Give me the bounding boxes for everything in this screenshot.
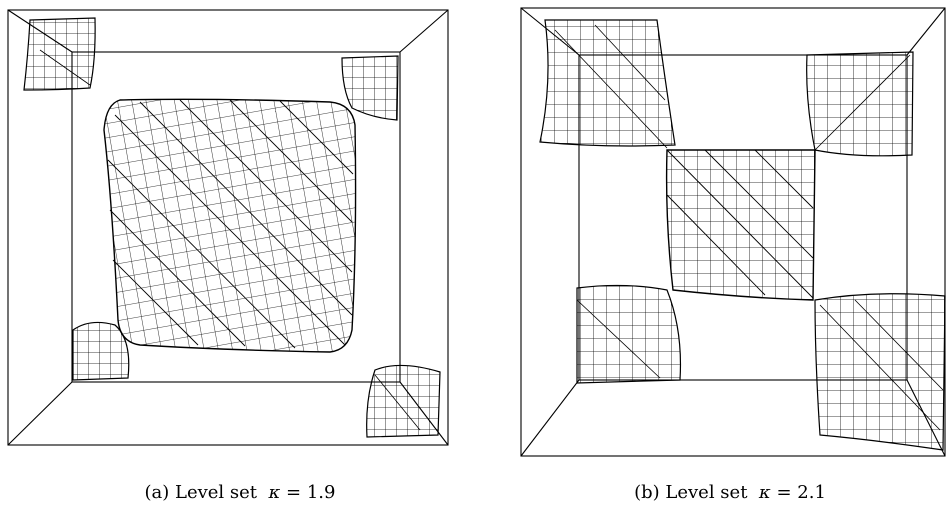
corner-patch-bottom-right bbox=[366, 364, 441, 438]
caption-a-kappa: κ bbox=[268, 482, 281, 503]
panel-b-plot bbox=[520, 7, 946, 457]
caption-b: (b) Level set κ = 2.1 bbox=[590, 478, 870, 508]
caption-a-label: (a) bbox=[144, 482, 170, 503]
caption-b-value: 2.1 bbox=[797, 482, 826, 503]
surface-top-left bbox=[539, 19, 676, 149]
caption-b-kappa: κ bbox=[758, 482, 771, 503]
panel-a-plot bbox=[7, 9, 449, 446]
surface-bottom-left bbox=[576, 284, 682, 384]
caption-b-equals: = bbox=[776, 482, 792, 503]
caption-a-text: Level set bbox=[175, 482, 258, 503]
caption-a: (a) Level set κ = 1.9 bbox=[100, 478, 380, 508]
surface-bottom-right bbox=[814, 293, 946, 451]
box-frame bbox=[7, 9, 449, 446]
central-level-surface bbox=[103, 98, 357, 353]
corner-patch-top-left bbox=[23, 17, 96, 91]
corner-patch-bottom-left bbox=[72, 321, 130, 381]
caption-a-value: 1.9 bbox=[306, 482, 336, 503]
caption-b-label: (b) bbox=[634, 482, 660, 503]
caption-b-text: Level set bbox=[665, 482, 748, 503]
central-level-surface-b bbox=[665, 149, 816, 301]
surface-top-right bbox=[806, 51, 914, 157]
panel-b bbox=[515, 0, 947, 460]
corner-patch-top-right bbox=[341, 55, 399, 121]
panel-a bbox=[0, 0, 455, 460]
caption-a-equals: = bbox=[286, 482, 302, 503]
